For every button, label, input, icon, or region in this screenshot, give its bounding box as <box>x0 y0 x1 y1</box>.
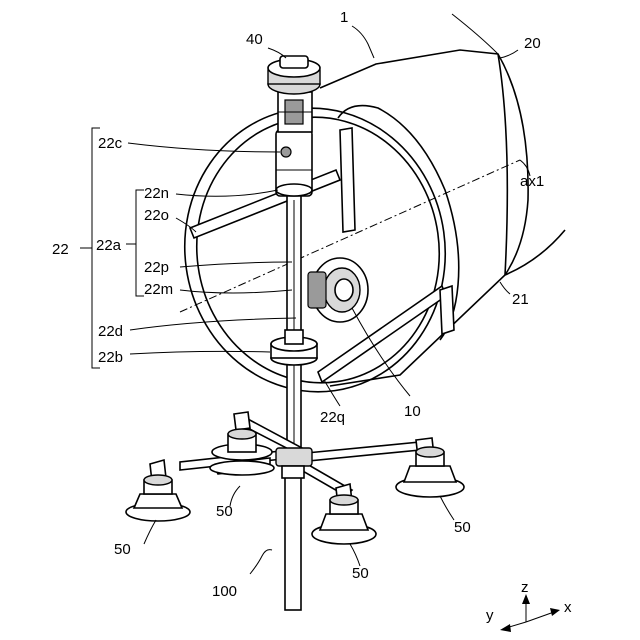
mast <box>285 195 301 610</box>
collar-22b <box>271 330 317 365</box>
pad-center-left <box>210 461 274 475</box>
label-22m: 22m <box>144 281 173 298</box>
label-22o: 22o <box>144 207 169 224</box>
top-unit-40 <box>268 56 320 132</box>
label-22q: 22q <box>320 409 345 426</box>
label-1: 1 <box>340 9 348 26</box>
pad-front <box>312 495 376 544</box>
hub <box>308 258 368 322</box>
pad-right <box>396 447 464 497</box>
label-22a: 22a <box>96 237 122 254</box>
label-20: 20 <box>524 35 541 52</box>
label-50-right: 50 <box>454 519 471 536</box>
label-50-center-left: 50 <box>216 503 233 520</box>
label-100: 100 <box>212 583 237 600</box>
label-40: 40 <box>246 31 263 48</box>
label-22n: 22n <box>144 185 169 202</box>
label-22b: 22b <box>98 349 123 366</box>
label-10: 10 <box>404 403 421 420</box>
label-22: 22 <box>52 241 69 258</box>
label-22c: 22c <box>98 135 123 152</box>
label-21: 21 <box>512 291 529 308</box>
label-ax1: ax1 <box>520 173 544 190</box>
label-50-far-left: 50 <box>114 541 131 558</box>
label-50-front: 50 <box>352 565 369 582</box>
pad-far-left <box>126 475 190 521</box>
axis-label-z: z <box>521 579 529 596</box>
axis-label-x: x <box>564 599 572 616</box>
coordinate-axes <box>500 594 560 632</box>
axis-label-y: y <box>486 607 494 624</box>
label-22d: 22d <box>98 323 123 340</box>
upper-body <box>276 130 312 196</box>
label-22p: 22p <box>144 259 169 276</box>
